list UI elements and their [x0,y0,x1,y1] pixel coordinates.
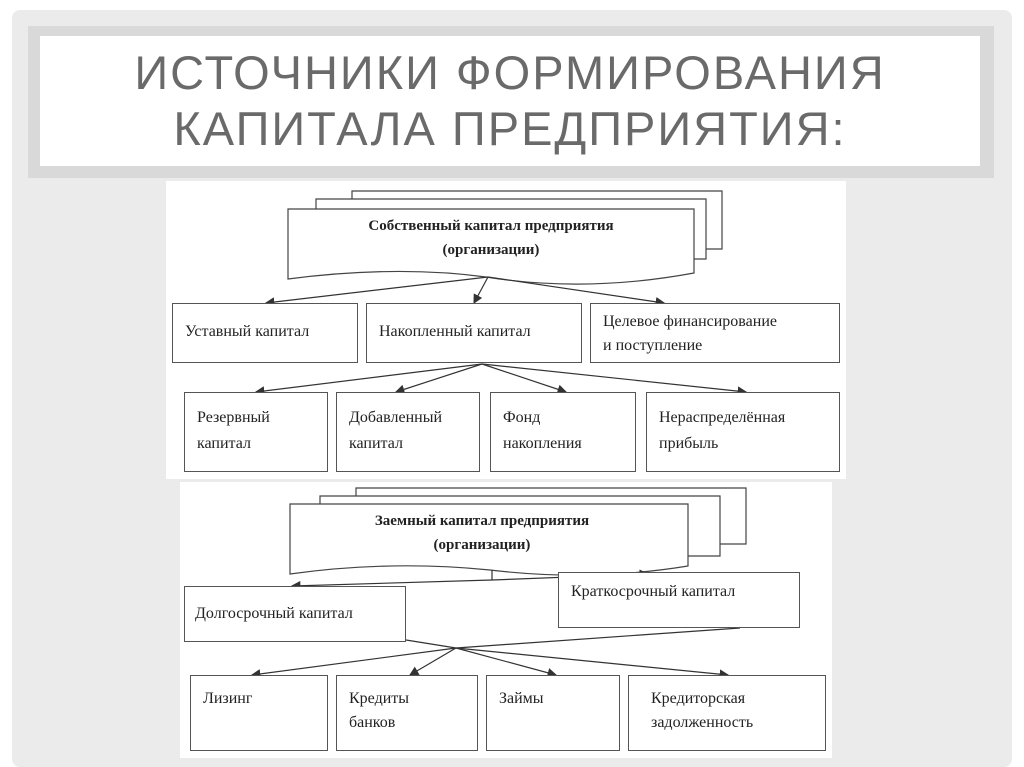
bank-loans-line2: банков [349,714,396,731]
box-short-term-capital: Краткосрочный капитал [558,572,800,628]
title-line-1: Источники формирования [134,46,886,99]
box-reserve-capital: Резервный капитал [184,392,328,472]
accumulated-capital-label: Накопленный капитал [379,323,531,340]
added-line2: капитал [349,435,403,452]
retained-line2: прибыль [659,435,719,452]
box-borrowings: Займы [486,675,620,751]
title-line-2: капитала предприятия: [173,102,847,155]
bank-loans-line1: Кредиты [349,690,410,707]
borrowed-capital-header-line1: Заемный капитал предприятия [374,513,590,529]
target-financing-line2: и поступление [603,337,703,354]
fund-line2: накопления [503,435,582,452]
box-bank-loans: Кредиты банков [336,675,478,751]
box-added-capital: Добавленный капитал [336,392,480,472]
own-capital-diagram: Собственный капитал предприятия (организ… [166,181,846,479]
box-accounts-payable: Кредиторская задолженность [628,675,826,751]
payables-line2: задолженность [651,714,754,731]
box-accumulation-fund: Фонд накопления [490,392,636,472]
borrowings-label: Займы [499,690,544,707]
own-capital-connectors [254,190,748,396]
added-line1: Добавленный [349,409,443,426]
reserve-line1: Резервный [197,409,270,426]
charter-capital-label: Уставный капитал [185,323,310,340]
borrowed-capital-header-line2: (организации) [433,537,531,553]
own-capital-header-line2: (организации) [442,242,540,258]
leasing-label: Лизинг [203,690,253,707]
short-term-label: Краткосрочный капитал [571,583,736,600]
target-financing-line1: Целевое финансирование [603,313,777,330]
box-retained-earnings: Нераспределённая прибыль [646,392,840,472]
borrowed-capital-connectors [250,487,747,679]
retained-line1: Нераспределённая [659,409,786,426]
box-target-financing: Целевое финансирование и поступление [590,303,840,363]
long-term-label: Долгосрочный капитал [195,605,353,622]
payables-line1: Кредиторская [651,690,746,707]
reserve-line2: капитал [197,435,251,452]
box-long-term-capital: Долгосрочный капитал [184,586,406,642]
box-leasing: Лизинг [190,675,328,751]
own-capital-header-line1: Собственный капитал предприятия [368,218,614,234]
borrowed-capital-diagram: Заемный капитал предприятия (организации… [180,482,832,758]
fund-line1: Фонд [503,409,541,426]
box-accumulated-capital: Накопленный капитал [366,303,582,363]
slide-title: Источники формирования капитала предприя… [40,36,980,166]
box-charter-capital: Уставный капитал [172,303,358,363]
